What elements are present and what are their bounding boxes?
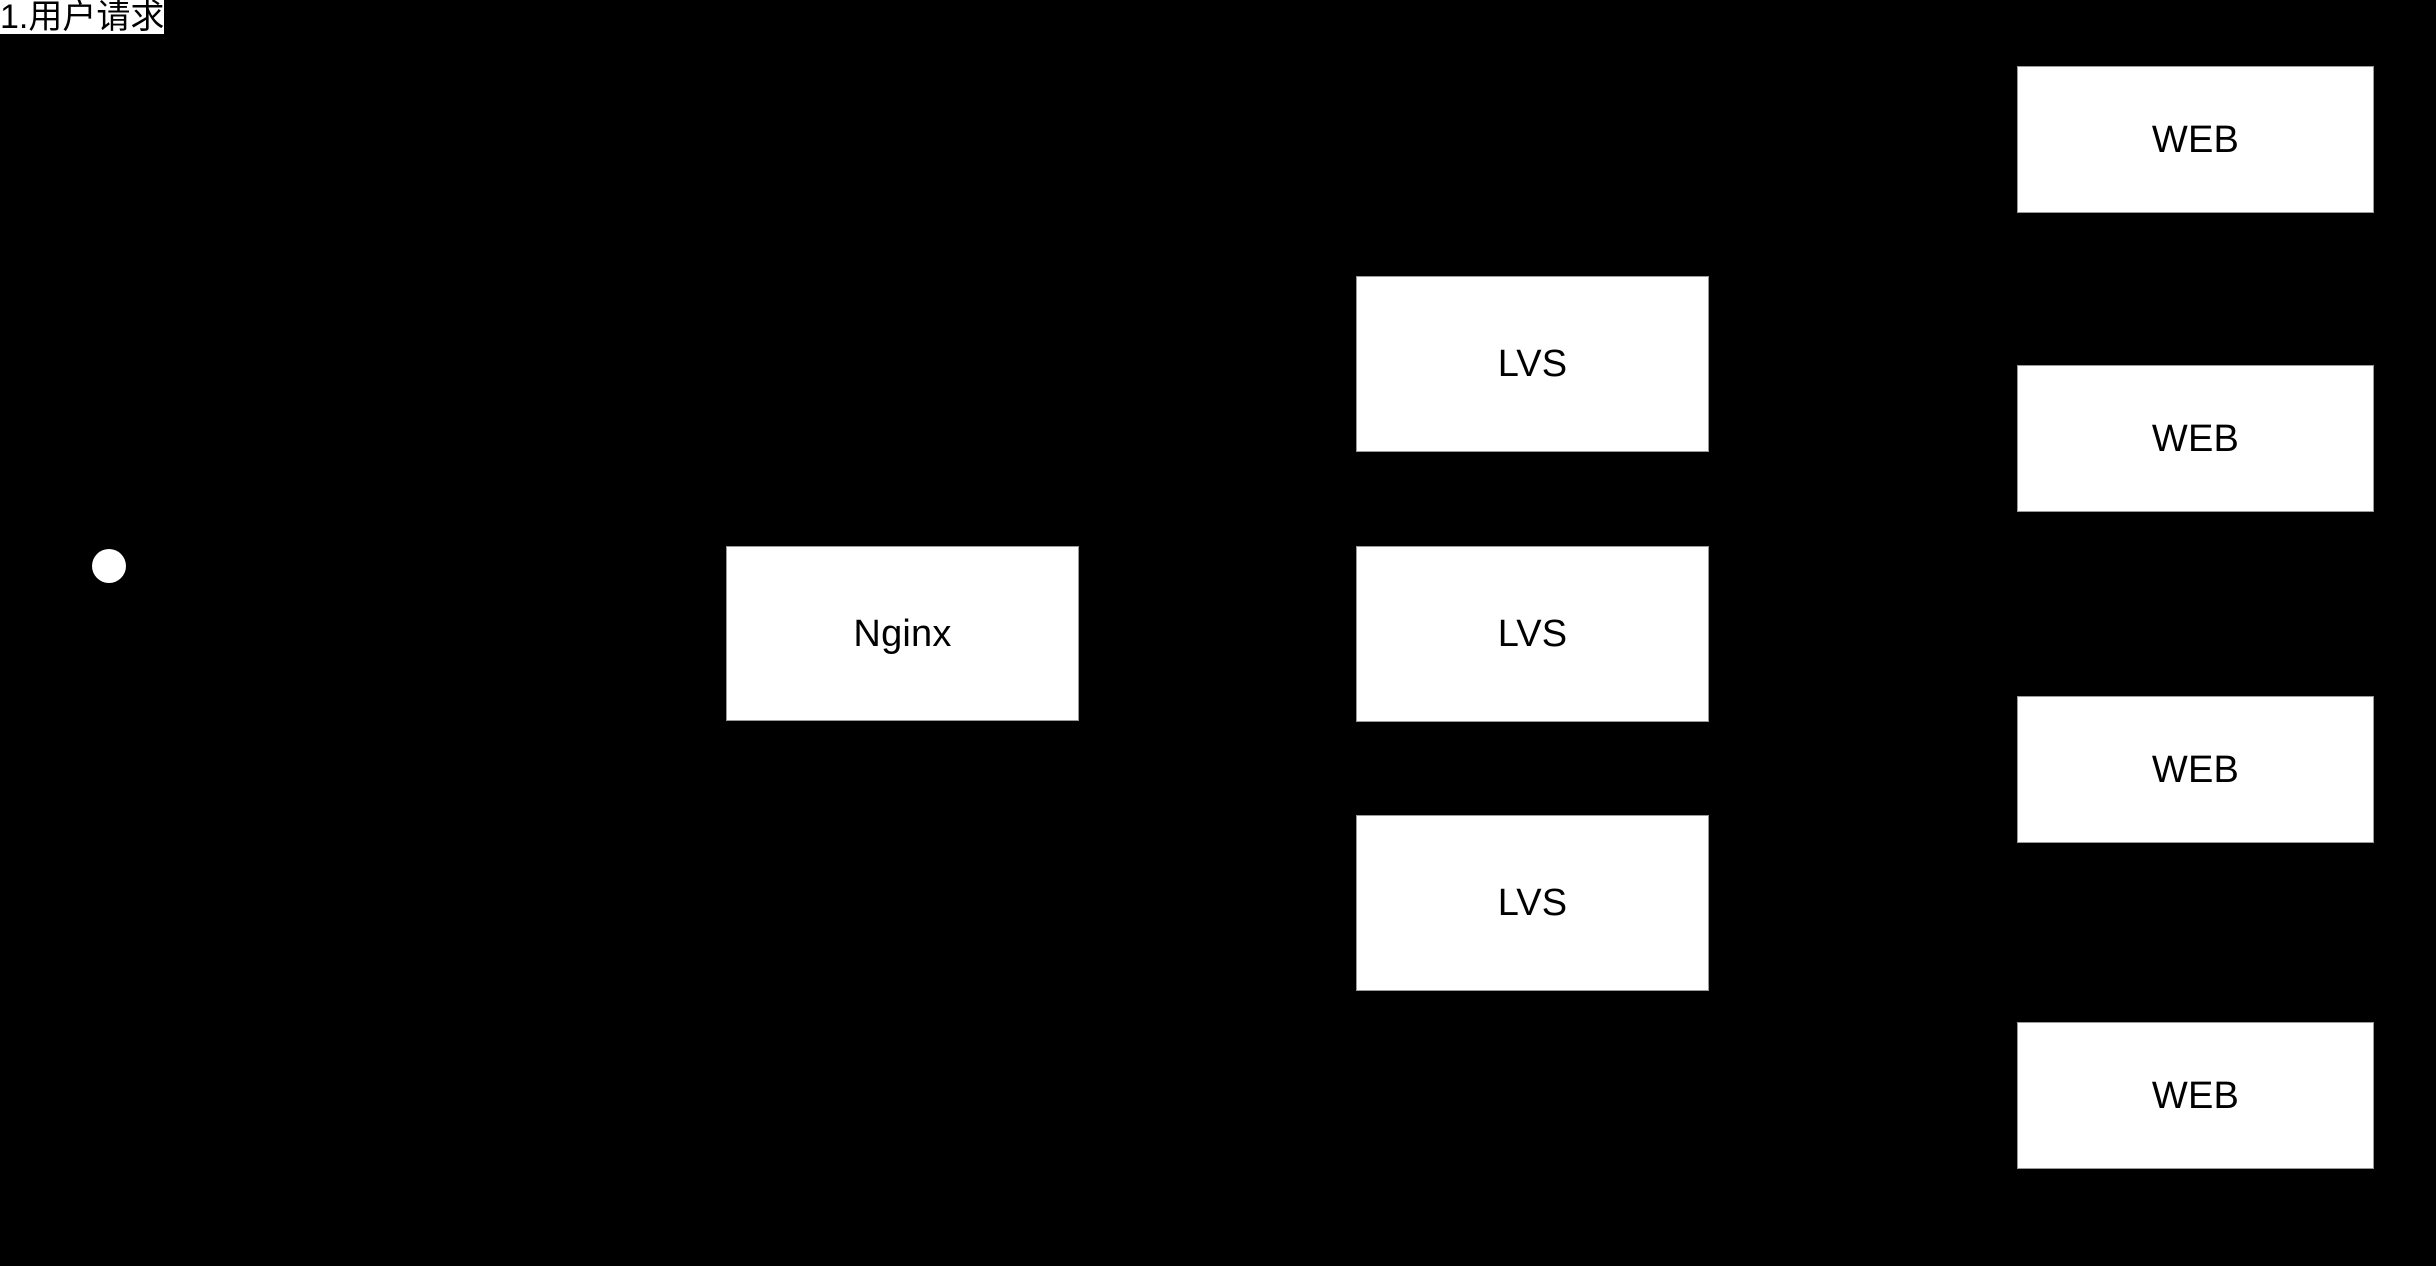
web-node-2-label: WEB — [2151, 417, 2240, 460]
web-node-2[interactable]: WEB — [2017, 365, 2374, 512]
lvs-node-1[interactable]: LVS — [1356, 276, 1709, 452]
lvs-node-2-label: LVS — [1497, 613, 1568, 655]
web-node-3[interactable]: WEB — [2017, 696, 2374, 843]
lvs-node-3-label: LVS — [1497, 882, 1568, 924]
user-dot-icon — [92, 549, 126, 583]
lvs-node-3[interactable]: LVS — [1356, 815, 1709, 991]
web-node-4-label: WEB — [2151, 1074, 2240, 1117]
lvs-node-2[interactable]: LVS — [1356, 546, 1709, 722]
web-node-1[interactable]: WEB — [2017, 66, 2374, 213]
user-request-edge-label: 1.用户请求 — [0, 0, 165, 36]
user-request-edge-label-text: 1.用户请求 — [0, 0, 165, 36]
lvs-node-1-label: LVS — [1497, 343, 1568, 385]
nginx-node-label: Nginx — [853, 612, 952, 655]
web-node-3-label: WEB — [2151, 748, 2240, 791]
web-node-1-label: WEB — [2151, 118, 2240, 161]
nginx-node[interactable]: Nginx — [726, 546, 1079, 721]
web-node-4[interactable]: WEB — [2017, 1022, 2374, 1169]
